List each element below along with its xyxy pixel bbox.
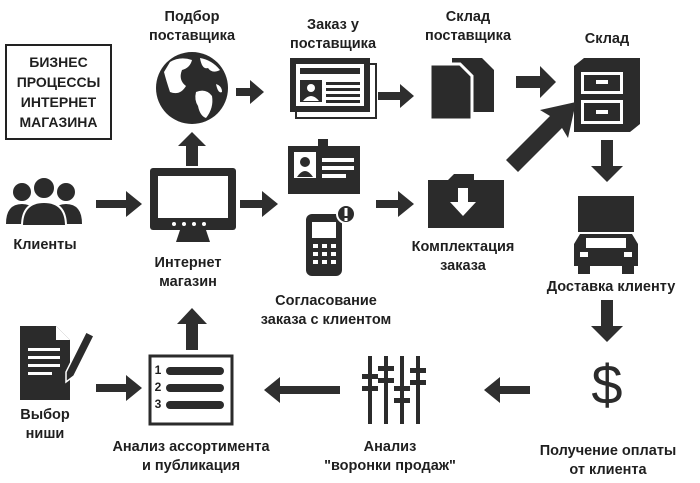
list-number-3: 3 — [154, 397, 162, 411]
list-number-1: 1 — [154, 363, 162, 377]
order-form-icon — [290, 58, 377, 119]
numbered-list-icon — [148, 354, 234, 426]
label-clients: Клиенты — [13, 237, 77, 253]
truck-icon — [574, 196, 638, 274]
monitor-icon — [150, 168, 236, 242]
globe-icon — [156, 52, 228, 124]
folder-icon — [428, 174, 504, 228]
id-card-icon — [288, 139, 360, 194]
title-line-3: ИНТЕРНЕТ — [20, 94, 97, 110]
arrow-clients-to-monitor — [96, 191, 142, 217]
arrow-payment-to-funnel — [484, 377, 530, 403]
title-line-4: МАГАЗИНА — [19, 114, 98, 130]
arrow-phone-to-folder — [376, 191, 414, 217]
arrow-globe-to-order — [236, 80, 264, 104]
arrow-list-to-monitor — [177, 308, 207, 350]
arrow-monitor-to-globe — [178, 132, 206, 166]
label-funnel-analysis: Анализ"воронки продаж" — [324, 439, 456, 474]
list-number-2: 2 — [154, 380, 162, 394]
title-line-2: ПРОЦЕССЫ — [16, 74, 101, 90]
title-line-1: БИЗНЕС — [29, 54, 88, 70]
arrow-funnel-to-list — [264, 377, 340, 403]
arrow-folder-to-warehouse — [506, 102, 576, 172]
dollar-icon: $ — [591, 353, 623, 416]
arrow-order-to-supplier-warehouse — [378, 84, 414, 108]
flow-arrows — [96, 66, 623, 403]
arrow-supplier-to-warehouse — [516, 66, 556, 98]
documents-icon — [428, 58, 494, 122]
document-pencil-icon — [20, 326, 96, 400]
arrow-monitor-to-idcard — [240, 191, 278, 217]
sliders-icon — [362, 356, 426, 424]
arrow-warehouse-to-truck — [591, 140, 623, 182]
title-box: БИЗНЕС ПРОЦЕССЫ ИНТЕРНЕТ МАГАЗИНА — [5, 44, 112, 140]
cabinet-icon — [574, 58, 640, 132]
clients-icon — [6, 176, 82, 227]
label-warehouse: Склад — [584, 31, 630, 47]
phone-icon — [306, 204, 356, 276]
label-delivery: Доставка клиенту — [546, 279, 676, 295]
arrow-truck-to-payment — [591, 300, 623, 342]
arrow-niche-to-list — [96, 375, 142, 401]
